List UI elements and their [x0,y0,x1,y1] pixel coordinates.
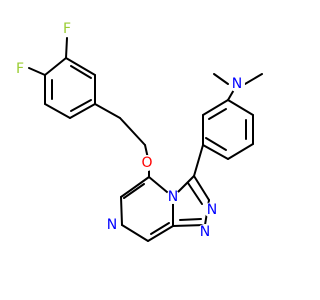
bond [202,144,229,160]
bond [244,73,263,85]
bond [213,73,229,85]
atom-layer: F F O N N N N N [12,21,245,240]
bond [193,144,204,177]
atom-dimethylamino-nitrogen: N [229,76,245,92]
bond [120,176,150,198]
bond [172,224,206,227]
atom-triazole-nitrogen-1: N [197,224,213,240]
atom-bridgehead-nitrogen: N [166,189,180,205]
bond [120,196,123,226]
bond [202,99,229,116]
bond [227,143,254,160]
bond [150,222,170,235]
atom-f2: F [12,61,28,77]
bond [179,218,202,221]
bond [147,225,174,242]
bond [187,182,203,205]
atom-oxygen: O [139,155,155,171]
svg-text:N: N [107,217,117,233]
bond [44,57,67,76]
bond [65,57,96,76]
bond [208,108,227,120]
bond [227,99,254,116]
bond-layer [28,37,263,242]
bond [121,224,149,242]
bond [205,137,227,151]
bond [94,103,121,119]
atom-triazole-nitrogen-2: N [204,202,220,218]
bond [65,37,68,59]
svg-text:F: F [63,21,71,37]
bond [70,99,92,112]
atom-f1: F [59,21,75,37]
bond [193,175,210,201]
bond [44,103,71,119]
bond [123,183,145,199]
svg-text:N: N [200,224,210,240]
bond [69,103,96,119]
svg-text:N: N [168,189,178,205]
svg-text:F: F [16,61,24,77]
bond [119,117,146,146]
svg-text:N: N [232,76,242,92]
svg-text:N: N [207,202,217,218]
molecule-structure: F F O N N N N N [12,21,263,242]
bond [28,67,46,76]
atom-pyrazine-nitrogen: N [104,217,120,233]
bond [70,65,92,79]
svg-text:O: O [141,155,152,171]
